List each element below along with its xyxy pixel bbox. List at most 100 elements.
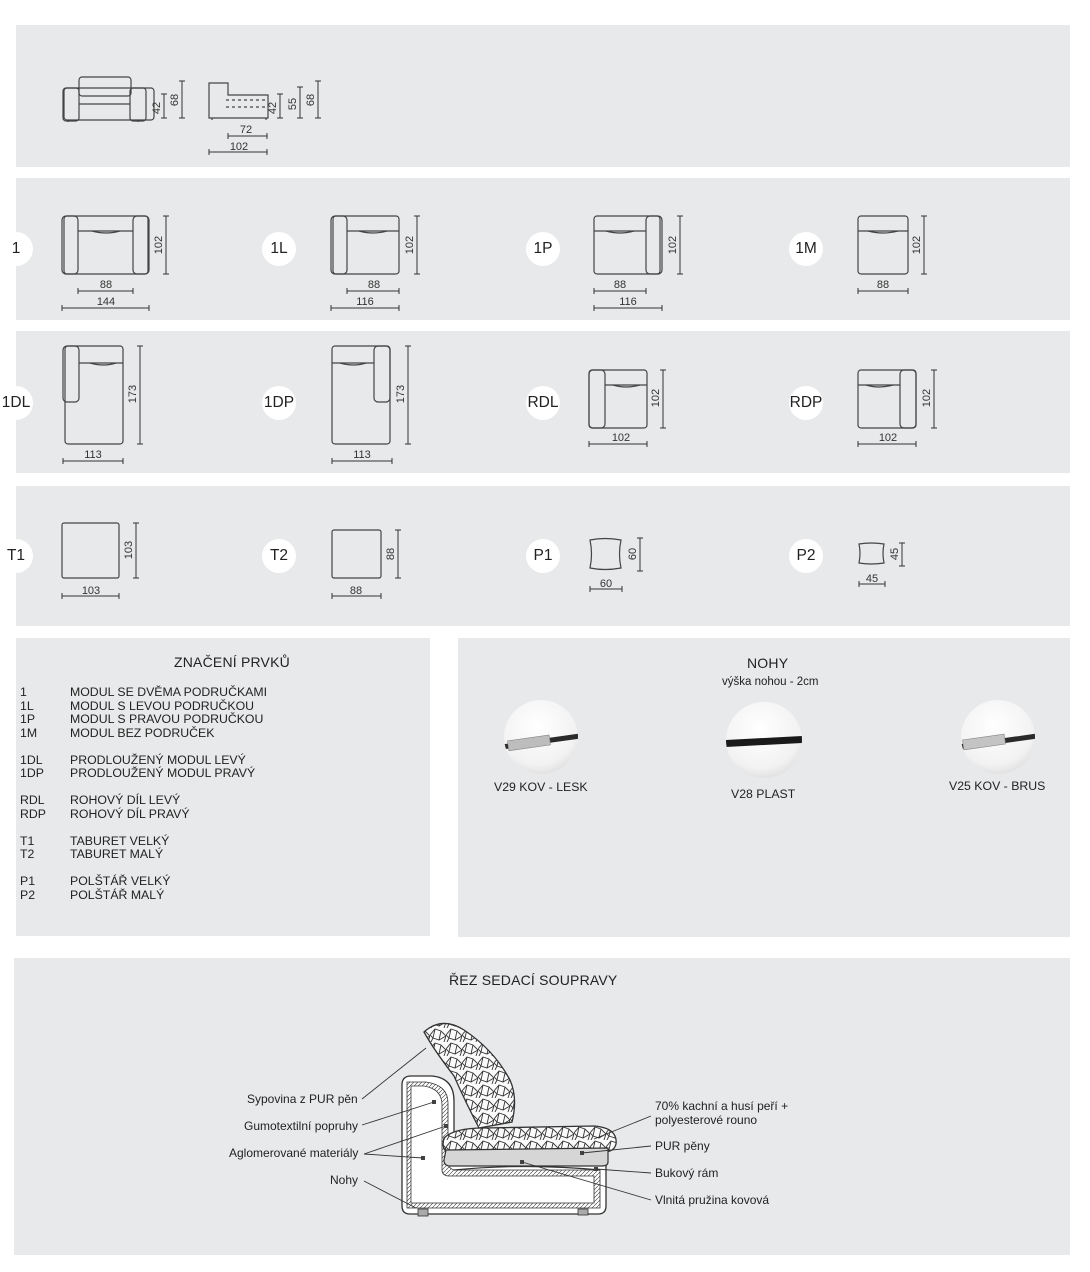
modules-row-2: 173 113 173 113 102 102 102 102 1DL 1DP …: [0, 331, 1070, 473]
row2-drawings: 173 113 173 113 102 102 102 102: [62, 345, 937, 464]
badge-rdp: RDP: [789, 386, 823, 420]
section-spring: [453, 1165, 601, 1171]
side-dim-55: 55: [287, 98, 299, 110]
label-nohy: Nohy: [330, 1173, 359, 1187]
legend-code: 1M: [20, 725, 38, 740]
module-1dl-drawing: [62, 345, 124, 445]
module-1-inner: 88: [100, 279, 112, 291]
module-t2-width: 88: [350, 585, 362, 597]
legend-row: 1L MODUL S LEVOU PODRUČKOU: [20, 698, 267, 714]
leg-v29-image: [504, 700, 578, 774]
legend-list: 1 MODUL SE DVĚMA PODRUČKAMI 1L MODUL S LEVO…: [20, 685, 268, 903]
module-p1-width: 60: [600, 578, 612, 590]
module-p1-depth: 60: [627, 548, 639, 560]
legend-row: RDP ROHOVÝ DÍL PRAVÝ: [20, 806, 267, 822]
label-gumotextilni: Gumotextilní popruhy: [244, 1119, 359, 1133]
legend-gap: [20, 821, 267, 835]
module-p1-drawing: [589, 537, 622, 571]
module-1p-depth: 102: [667, 236, 679, 254]
legend-code: 1: [20, 685, 27, 699]
module-1-outer: 144: [97, 296, 115, 308]
module-p2-width: 45: [866, 573, 878, 585]
legs-title: NOHY: [747, 655, 789, 671]
module-1dl-depth: 173: [127, 385, 139, 403]
legend-description: MODUL S LEVOU PODRUČKOU: [70, 698, 255, 713]
elevation-drawings: 42 68 42 55 68 72 102: [62, 76, 321, 155]
module-rdl-width: 102: [612, 432, 630, 444]
side-dim-102: 102: [230, 141, 248, 153]
module-t1-drawing: [61, 522, 120, 579]
legend-gap: [20, 740, 267, 754]
module-1m-drawing: [857, 215, 909, 275]
row2-dim-lines: [62, 345, 937, 464]
module-1-drawing: [61, 215, 150, 275]
legend-code: T1: [20, 833, 35, 848]
section-back-cushion: [423, 1022, 516, 1129]
label-pur-peny: PUR pěny: [655, 1139, 710, 1153]
module-rdl-depth: 102: [650, 389, 662, 407]
module-1dp-width: 113: [353, 449, 371, 461]
side-dim-68: 68: [305, 94, 317, 106]
badge-t1: T1: [0, 539, 33, 573]
top-elevation-panel: 42 68 42 55 68 72 102: [16, 25, 1070, 167]
legend-description: PRODLOUŽENÝ MODUL LEVÝ: [70, 752, 246, 767]
leg-v28-label: V28 PLAST: [731, 787, 796, 801]
module-1p-inner: 88: [614, 279, 626, 291]
module-t1-depth: 103: [123, 541, 135, 559]
legend-gap: [20, 781, 267, 795]
module-p2-depth: 45: [889, 548, 901, 560]
label-peri-2: polyesterové rouno: [655, 1113, 758, 1127]
modules-row-3: 103 103 88 88 60 60 45 45 T1 T2 P1 P2: [0, 486, 1070, 626]
side-dim-72: 72: [240, 124, 252, 136]
cross-section-panel: ŘEZ SEDACÍ SOUPRAVY: [14, 958, 1070, 1255]
leg-v25-label: V25 KOV - BRUS: [949, 779, 1046, 793]
legend-code: RDP: [20, 806, 46, 821]
front-dim-68: 68: [169, 94, 181, 106]
badge-1m: 1M: [789, 232, 823, 266]
badge-1dp: 1DP: [262, 386, 296, 420]
legs-images: [504, 700, 1035, 778]
module-t2-depth: 88: [385, 548, 397, 560]
side-dim-lines: [208, 80, 321, 155]
legend-description: PRODLOUŽENÝ MODUL PRAVÝ: [70, 766, 256, 780]
legs-panel: NOHY výška nohou - 2cm: [458, 638, 1070, 937]
badge-rdl: RDL: [526, 386, 560, 420]
legend-description: TABURET MALÝ: [70, 847, 164, 861]
legend-code: RDL: [20, 793, 45, 807]
front-view-drawing: [62, 76, 155, 122]
row3-drawings: 103 103 88 88 60 60 45 45: [61, 522, 905, 599]
legend-description: MODUL SE DVĚMA PODRUČKAMI: [70, 685, 268, 699]
label-sypovina: Sypovina z PUR pěn: [247, 1092, 358, 1106]
section-leaders: [361, 1047, 652, 1209]
legend-row: 1 MODUL SE DVĚMA PODRUČKAMI: [20, 685, 268, 700]
module-p2-drawing: [858, 542, 885, 565]
legend-code: 1DL: [20, 752, 43, 767]
section-title: ŘEZ SEDACÍ SOUPRAVY: [449, 972, 618, 988]
side-view-drawing: [208, 82, 269, 120]
front-dim-lines: [161, 80, 185, 119]
badge-1: 1: [0, 232, 33, 266]
module-1l-inner: 88: [368, 279, 380, 291]
module-1dp-drawing: [331, 345, 391, 445]
module-1p-outer: 116: [619, 296, 637, 308]
module-t1-width: 103: [82, 585, 100, 597]
module-1dp-depth: 173: [395, 385, 407, 403]
legend-description: TABURET VELKÝ: [70, 833, 170, 848]
leg-v25-image: [961, 700, 1035, 774]
legend-description: ROHOVÝ DÍL PRAVÝ: [70, 806, 190, 821]
legend-title: ZNAČENÍ PRVKŮ: [174, 654, 290, 670]
legend-row: 1DL PRODLOUŽENÝ MODUL LEVÝ: [20, 752, 267, 768]
module-t2-drawing: [331, 529, 382, 579]
badge-t2: T2: [262, 539, 296, 573]
legend-code: 1L: [20, 698, 34, 713]
legend-panel: ZNAČENÍ PRVKŮ 1 MODUL SE DVĚMA PODRUČKAMI…: [16, 638, 430, 936]
leg-v28-image: [726, 702, 802, 778]
cross-section-drawing: [361, 1022, 652, 1217]
row1-drawings: 102 88 144 102 88 116 102 88 116 102 88: [61, 215, 927, 311]
label-bukovy-ram: Bukový rám: [655, 1166, 719, 1180]
module-1p-drawing: [593, 215, 663, 275]
